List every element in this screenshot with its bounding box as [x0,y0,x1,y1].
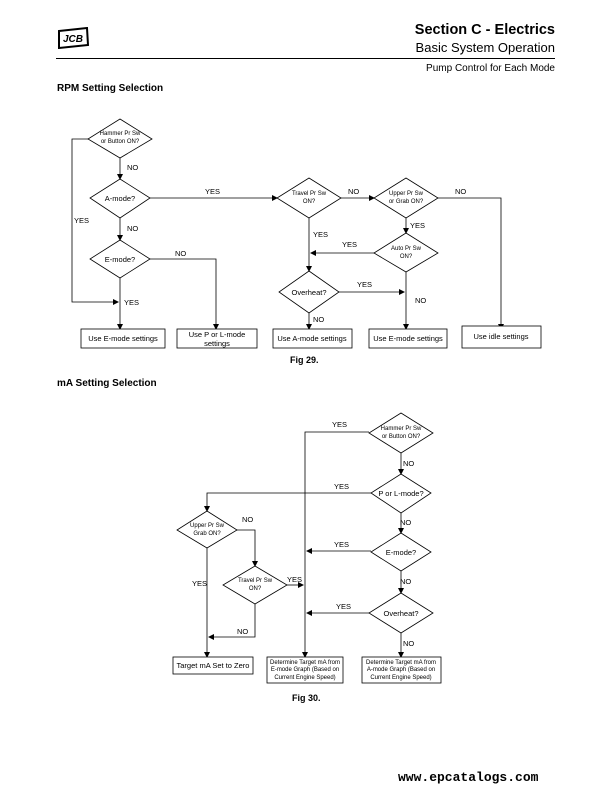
jcb-logo: JCB [58,27,90,49]
rpm-box-e-mode-1: Use E-mode settings [80,328,166,349]
svg-text:ON?: ON? [303,199,316,205]
svg-text:P or L-mode?: P or L-mode? [378,489,423,498]
ma-upper-decision: Upper Pr Sw Grab ON? [176,510,238,549]
rpm-upper-decision: Upper Pr Sw or Grab ON? [373,177,439,219]
section-title: Section C - Electrics [414,22,555,38]
svg-text:Use E-mode settings: Use E-mode settings [88,334,158,343]
ma-flowchart: Hammer Pr Sw or Button ON? P or L-mode? … [172,412,442,684]
svg-text:or Grab ON?: or Grab ON? [389,199,424,205]
svg-text:Use A-mode settings: Use A-mode settings [277,334,346,343]
svg-text:settings: settings [204,339,230,348]
svg-text:Current Engine Speed): Current Engine Speed) [274,675,335,681]
ma-heading: mA Setting Selection [57,378,157,389]
svg-text:Grab ON?: Grab ON? [193,531,221,537]
svg-text:Overheat?: Overheat? [383,609,418,618]
svg-text:or Button ON?: or Button ON? [382,434,421,440]
rpm-box-idle: Use idle settings [461,325,542,349]
ma-label: YES [192,579,207,588]
rpm-label: NO [455,187,466,196]
svg-text:E-mode?: E-mode? [105,255,135,264]
rpm-flowchart: Hammer Pr Sw or Button ON? A-mode? E-mod… [71,118,542,349]
ma-label: NO [403,459,414,468]
svg-text:Hammer Pr Sw: Hammer Pr Sw [100,131,141,137]
svg-text:JCB: JCB [63,34,83,45]
topic-title: Pump Control for Each Mode [426,63,555,74]
svg-text:Travel Pr Sw: Travel Pr Sw [238,578,273,584]
rpm-emode-decision: E-mode? [89,239,151,279]
ma-label: NO [400,518,411,527]
rpm-label: YES [205,187,220,196]
svg-text:Current Engine Speed): Current Engine Speed) [370,675,431,681]
svg-text:E-mode?: E-mode? [386,548,416,557]
header-rule [56,58,555,59]
rpm-box-e-mode-2: Use E-mode settings [368,328,448,349]
svg-text:Auto Pr Sw: Auto Pr Sw [391,246,422,252]
ma-hammer-decision: Hammer Pr Sw or Button ON? [368,412,434,454]
fig29-caption: Fig 29. [290,355,319,365]
svg-text:Upper Pr Sw: Upper Pr Sw [190,523,225,529]
rpm-label: NO [313,315,324,324]
ma-overheat-decision: Overheat? [368,592,434,634]
svg-text:A-mode?: A-mode? [105,194,135,203]
ma-label: YES [334,482,349,491]
svg-text:or Button ON?: or Button ON? [101,139,140,145]
svg-text:A-mode Graph (Based on: A-mode Graph (Based on [367,667,435,673]
ma-label: YES [334,540,349,549]
rpm-overheat-decision: Overheat? [278,270,340,314]
svg-text:Target mA Set to Zero: Target mA Set to Zero [177,661,250,670]
svg-text:ON?: ON? [249,586,262,592]
ma-box-zero: Target mA Set to Zero [172,656,254,675]
rpm-label: YES [342,240,357,249]
ma-travel-decision: Travel Pr Sw ON? [222,565,288,605]
rpm-label: NO [127,163,138,172]
rpm-travel-decision: Travel Pr Sw ON? [276,177,342,219]
svg-text:Travel Pr Sw: Travel Pr Sw [292,191,327,197]
rpm-label: YES [74,216,89,225]
rpm-label: YES [410,221,425,230]
ma-label: NO [237,627,248,636]
rpm-label: NO [415,296,426,305]
ma-emode-decision: E-mode? [370,532,432,572]
svg-text:Overheat?: Overheat? [291,288,326,297]
svg-text:Upper Pr Sw: Upper Pr Sw [389,191,424,197]
ma-label: NO [242,515,253,524]
svg-text:E-mode Graph (Based on: E-mode Graph (Based on [271,667,339,673]
rpm-label: NO [175,249,186,258]
rpm-auto-decision: Auto Pr Sw ON? [373,232,439,273]
rpm-hammer-decision: Hammer Pr Sw or Button ON? [87,118,153,159]
ma-label: NO [403,639,414,648]
ma-box-a-graph: Determine Target mA from A-mode Graph (B… [361,656,442,684]
ma-label: YES [336,602,351,611]
fig30-caption: Fig 30. [292,693,321,703]
ma-label: YES [332,420,347,429]
rpm-heading: RPM Setting Selection [57,83,164,94]
ma-box-e-graph: Determine Target mA from E-mode Graph (B… [266,656,344,684]
ma-label: NO [400,577,411,586]
svg-text:Use idle settings: Use idle settings [473,332,528,341]
rpm-label: NO [348,187,359,196]
svg-text:Use E-mode settings: Use E-mode settings [373,334,443,343]
rpm-box-p-l-mode: Use P or L-mode settings [176,328,258,349]
rpm-label: NO [127,224,138,233]
rpm-label: YES [124,298,139,307]
svg-text:Determine Target mA from: Determine Target mA from [366,660,436,666]
rpm-box-a-mode: Use A-mode settings [272,328,353,349]
ma-label: YES [287,575,302,584]
footer-url: www.epcatalogs.com [398,770,539,785]
rpm-label: YES [313,230,328,239]
rpm-amode-decision: A-mode? [89,178,151,219]
svg-text:ON?: ON? [400,254,413,260]
svg-text:Determine Target mA from: Determine Target mA from [270,660,340,666]
section-subtitle: Basic System Operation [415,40,555,55]
ma-pl-mode-decision: P or L-mode? [370,473,432,514]
svg-text:Use P or L-mode: Use P or L-mode [189,330,246,339]
svg-text:Hammer Pr Sw: Hammer Pr Sw [381,426,422,432]
rpm-label: YES [357,280,372,289]
